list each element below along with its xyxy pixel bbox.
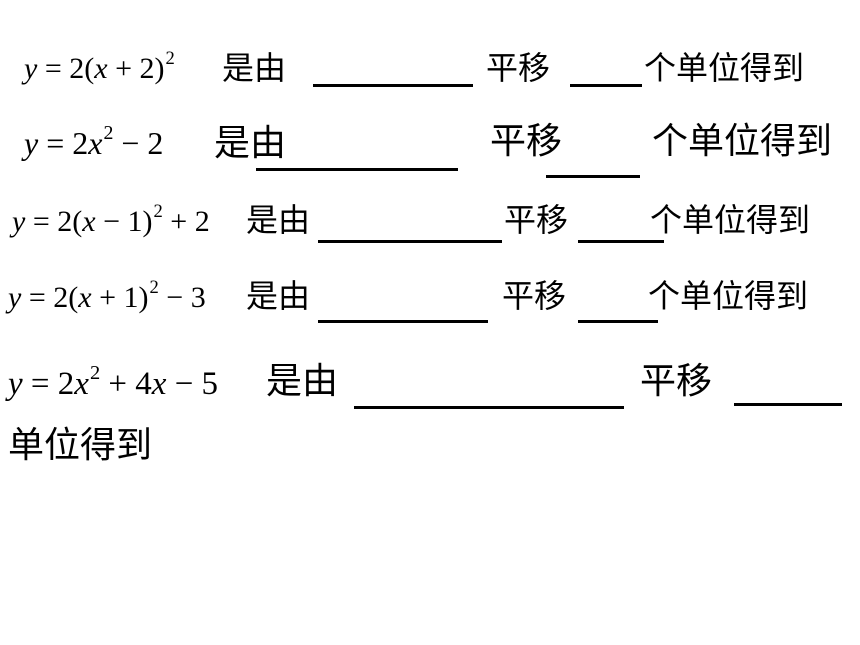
answer-blank-5b[interactable] [734, 403, 842, 406]
label-ge-danwei-dedao: 个单位得到 [648, 277, 809, 315]
label-ping-yi: 平移 [504, 201, 569, 239]
answer-blank-1a[interactable] [313, 84, 473, 87]
label-ping-yi: 平移 [486, 49, 551, 87]
answer-blank-3a[interactable] [318, 240, 502, 243]
label-shi-you: 是由 [266, 361, 339, 402]
label-danwei-dedao: 单位得到 [8, 425, 153, 466]
label-ge-danwei-dedao: 个单位得到 [652, 121, 833, 162]
problem-row-1: y = 2(x + 2)2 是由 平移 个单位得到 [0, 0, 860, 87]
label-ge-danwei-dedao: 个单位得到 [644, 49, 805, 87]
answer-blank-5a[interactable] [354, 406, 624, 409]
equation-4: y = 2(x + 1)2 − 3 [8, 277, 206, 314]
answer-blank-3b[interactable] [578, 240, 664, 243]
label-ge-danwei-dedao: 个单位得到 [650, 201, 811, 239]
equation-2: y = 2x2 − 2 [24, 122, 164, 161]
equation-1: y = 2(x + 2)2 [24, 48, 175, 85]
problem-row-2: y = 2x2 − 2 是由 平移 个单位得到 [0, 0, 860, 178]
label-shi-you: 是由 [246, 201, 311, 239]
problem-row-5: y = 2x2 + 4x − 5 是由 平移 单位得到 [0, 0, 860, 464]
answer-blank-4b[interactable] [578, 320, 658, 323]
problem-row-3: y = 2(x − 1)2 + 2 是由 平移 个单位得到 [0, 0, 860, 243]
label-shi-you: 是由 [246, 277, 311, 315]
label-ping-yi: 平移 [502, 277, 567, 315]
equation-3: y = 2(x − 1)2 + 2 [12, 201, 210, 238]
equation-5: y = 2x2 + 4x − 5 [8, 361, 219, 402]
label-ping-yi: 平移 [490, 121, 563, 162]
answer-blank-4a[interactable] [318, 320, 488, 323]
label-ping-yi: 平移 [640, 361, 713, 402]
problem-row-4: y = 2(x + 1)2 − 3 是由 平移 个单位得到 [0, 0, 860, 323]
label-shi-you: 是由 [222, 49, 287, 87]
label-shi-you: 是由 [214, 123, 287, 164]
answer-blank-2b[interactable] [546, 175, 640, 178]
answer-blank-2a[interactable] [256, 168, 458, 171]
answer-blank-1b[interactable] [570, 84, 642, 87]
